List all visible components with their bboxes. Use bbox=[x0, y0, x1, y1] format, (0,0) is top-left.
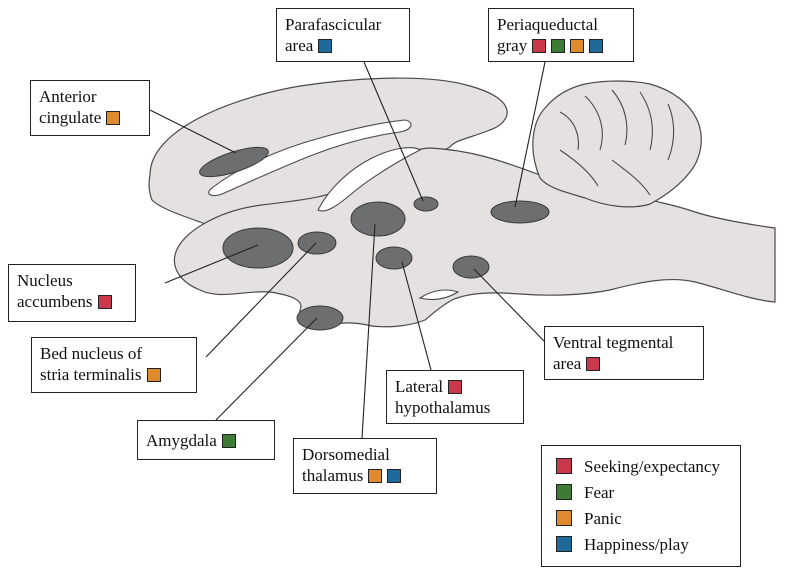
label-text: Periaqueductal bbox=[497, 15, 599, 34]
label-periaqueductal-gray: Periaqueductal gray bbox=[488, 8, 634, 62]
label-text: hypothalamus bbox=[395, 398, 491, 417]
region-anterior-cingulate bbox=[199, 146, 269, 178]
label-text: Bed nucleus of bbox=[40, 344, 142, 363]
legend-label: Happiness/play bbox=[584, 535, 689, 554]
label-parafascicular-area: Parafascicular area bbox=[276, 8, 410, 62]
connector-anterior-cingulate bbox=[149, 109, 237, 154]
connector-nucleus-accumbens bbox=[164, 244, 259, 284]
fear-swatch bbox=[221, 434, 236, 448]
label-text: gray bbox=[497, 36, 528, 55]
label-text: Ventral tegmental bbox=[553, 333, 674, 352]
label-text: stria terminalis bbox=[40, 365, 142, 384]
cerebellum-outline bbox=[532, 80, 702, 208]
fear-swatch bbox=[551, 39, 566, 53]
label-text: area bbox=[285, 36, 314, 55]
connector-lines bbox=[149, 61, 546, 439]
seeking-swatch bbox=[448, 380, 463, 394]
region-nucleus-accumbens bbox=[222, 227, 294, 269]
label-lateral-hypothalamus: Lateral hypothalamus bbox=[386, 370, 524, 424]
label-text: cingulate bbox=[39, 108, 102, 127]
connector-bed-nucleus bbox=[205, 242, 317, 358]
legend: Seeking/expectancy Fear Panic Happiness/… bbox=[541, 445, 741, 567]
label-amygdala: Amygdala bbox=[137, 420, 275, 460]
label-text: Parafascicular bbox=[285, 15, 382, 34]
label-text: Nucleus bbox=[17, 271, 73, 290]
label-text: area bbox=[553, 354, 582, 373]
pons-notch bbox=[418, 289, 460, 301]
connector-dorsomedial-thalamus bbox=[361, 223, 376, 439]
fear-swatch bbox=[556, 484, 572, 500]
label-text: thalamus bbox=[302, 466, 364, 485]
seeking-swatch bbox=[586, 357, 601, 371]
cerebellum-folia bbox=[559, 89, 675, 196]
connector-amygdala bbox=[215, 317, 318, 421]
label-nucleus-accumbens: Nucleus accumbens bbox=[8, 264, 136, 322]
region-amygdala bbox=[296, 305, 344, 331]
region-ventral-tegmental bbox=[452, 255, 490, 279]
label-text: Amygdala bbox=[146, 431, 217, 450]
legend-item-fear: Fear bbox=[556, 480, 730, 506]
region-lateral-hypothalamus bbox=[375, 246, 413, 270]
label-dorsomedial-thalamus: Dorsomedial thalamus bbox=[293, 438, 437, 494]
panic-swatch bbox=[106, 111, 121, 125]
connector-ventral-tegmental bbox=[473, 268, 546, 343]
seeking-swatch bbox=[556, 458, 572, 474]
happiness-swatch bbox=[318, 39, 333, 53]
legend-item-happiness: Happiness/play bbox=[556, 532, 730, 558]
label-text: Lateral bbox=[395, 377, 444, 396]
region-parafascicular bbox=[413, 196, 439, 212]
ventricle bbox=[317, 147, 422, 212]
legend-label: Fear bbox=[584, 483, 615, 502]
corpus-callosum bbox=[208, 119, 412, 197]
region-dorsomedial-thalamus bbox=[350, 201, 406, 237]
seeking-swatch bbox=[97, 295, 112, 309]
connector-periaqueductal bbox=[514, 61, 546, 208]
region-periaqueductal bbox=[490, 200, 550, 224]
legend-label: Seeking/expectancy bbox=[584, 457, 720, 476]
label-text: Anterior bbox=[39, 87, 97, 106]
happiness-swatch bbox=[387, 469, 402, 483]
connector-parafascicular bbox=[363, 61, 424, 202]
panic-swatch bbox=[146, 368, 161, 382]
label-bed-nucleus: Bed nucleus of stria terminalis bbox=[31, 337, 197, 393]
seeking-swatch bbox=[532, 39, 547, 53]
connector-lateral-hypothalamus bbox=[401, 261, 432, 371]
label-text: Dorsomedial bbox=[302, 445, 390, 464]
label-anterior-cingulate: Anterior cingulate bbox=[30, 80, 150, 136]
label-ventral-tegmental-area: Ventral tegmental area bbox=[544, 326, 704, 380]
region-bed-nucleus bbox=[297, 231, 337, 255]
panic-swatch bbox=[570, 39, 585, 53]
happiness-swatch bbox=[556, 536, 572, 552]
panic-swatch bbox=[556, 510, 572, 526]
happiness-swatch bbox=[589, 39, 604, 53]
legend-item-seeking: Seeking/expectancy bbox=[556, 454, 730, 480]
legend-item-panic: Panic bbox=[556, 506, 730, 532]
label-text: accumbens bbox=[17, 292, 93, 311]
legend-label: Panic bbox=[584, 509, 622, 528]
panic-swatch bbox=[368, 469, 383, 483]
